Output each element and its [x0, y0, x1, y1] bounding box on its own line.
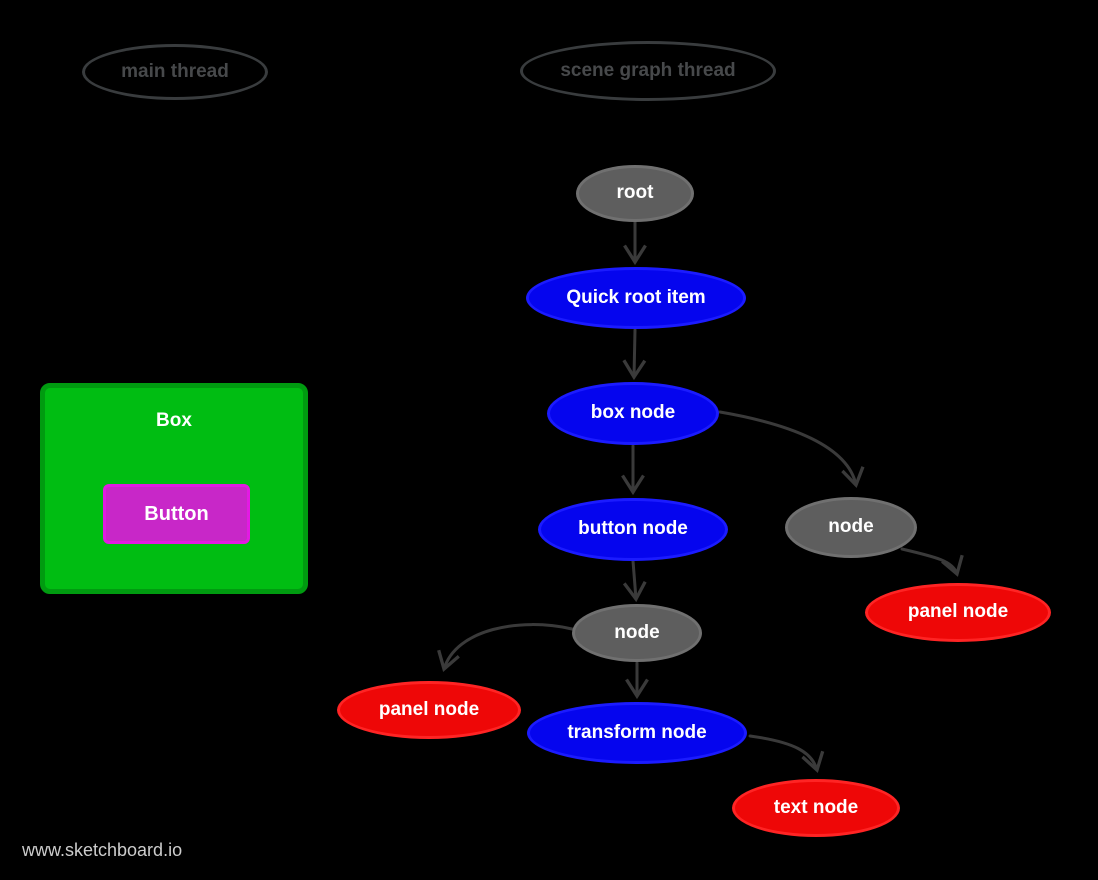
- graph-node-text-node[interactable]: text node: [732, 779, 900, 837]
- graph-node-node-mid[interactable]: node: [572, 604, 702, 662]
- graph-node-root[interactable]: root: [576, 164, 694, 222]
- graph-node-quick-root-item[interactable]: Quick root item: [526, 267, 746, 329]
- button-shape[interactable]: Button: [103, 484, 250, 544]
- scene-graph-thread-ellipse[interactable]: scene graph thread: [520, 41, 776, 101]
- edge-button-node-to-node-mid[interactable]: [622, 559, 647, 603]
- edge-transform-node-to-text-node[interactable]: [748, 734, 825, 773]
- box-label: Box: [156, 410, 192, 431]
- graph-node-box-node[interactable]: box node: [547, 381, 719, 445]
- graph-node-label: transform node: [567, 722, 707, 743]
- graph-node-label: root: [616, 182, 654, 203]
- graph-node-label: text node: [773, 797, 859, 818]
- graph-node-panel-node-left[interactable]: panel node: [337, 681, 521, 739]
- graph-node-label: button node: [578, 518, 688, 539]
- graph-node-label: panel node: [907, 601, 1009, 622]
- box-shape[interactable]: Box Button: [40, 383, 308, 594]
- edge-node-mid-to-panel-node-left[interactable]: [437, 623, 574, 672]
- main-thread-ellipse[interactable]: main thread: [82, 44, 268, 100]
- scene-graph-thread-label: scene graph thread: [560, 60, 736, 81]
- main-thread-label: main thread: [121, 61, 229, 82]
- graph-node-panel-node-right[interactable]: panel node: [865, 582, 1051, 642]
- graph-node-label: Quick root item: [566, 287, 706, 308]
- graph-node-label: node: [614, 622, 660, 643]
- edge-box-node-to-node-right[interactable]: [718, 410, 865, 489]
- graph-node-transform-node[interactable]: transform node: [527, 702, 747, 764]
- edge-node-right-to-panel-node-right[interactable]: [900, 547, 964, 577]
- watermark: www.sketchboard.io: [22, 840, 183, 860]
- graph-node-node-right[interactable]: node: [785, 496, 917, 558]
- button-label: Button: [144, 502, 209, 525]
- graph-node-label: node: [828, 516, 874, 537]
- edge-quick-root-item-to-box-node[interactable]: [622, 328, 647, 381]
- graph-node-button-node[interactable]: button node: [538, 497, 728, 561]
- graph-node-label: box node: [590, 402, 676, 423]
- graph-node-label: panel node: [378, 699, 480, 720]
